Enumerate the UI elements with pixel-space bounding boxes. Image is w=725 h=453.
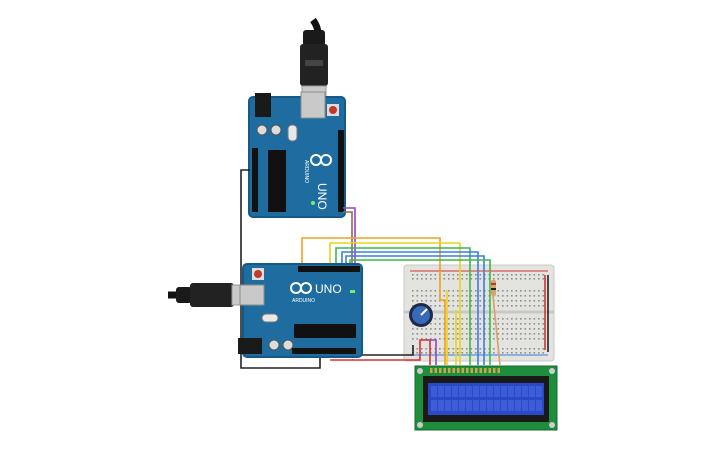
arduino-top: UNO ARDUINO [248, 91, 346, 218]
potentiometer [409, 303, 433, 327]
arduino-bottom: UNO ARDUINO [238, 263, 363, 358]
lcd-display [414, 365, 558, 431]
wires [240, 169, 549, 369]
top-board-model: UNO [315, 183, 329, 210]
resistor [491, 280, 496, 296]
top-board-brand: ARDUINO [303, 160, 309, 183]
bottom-board-model: UNO [315, 282, 342, 296]
bottom-board-brand: ARDUINO [292, 298, 315, 304]
